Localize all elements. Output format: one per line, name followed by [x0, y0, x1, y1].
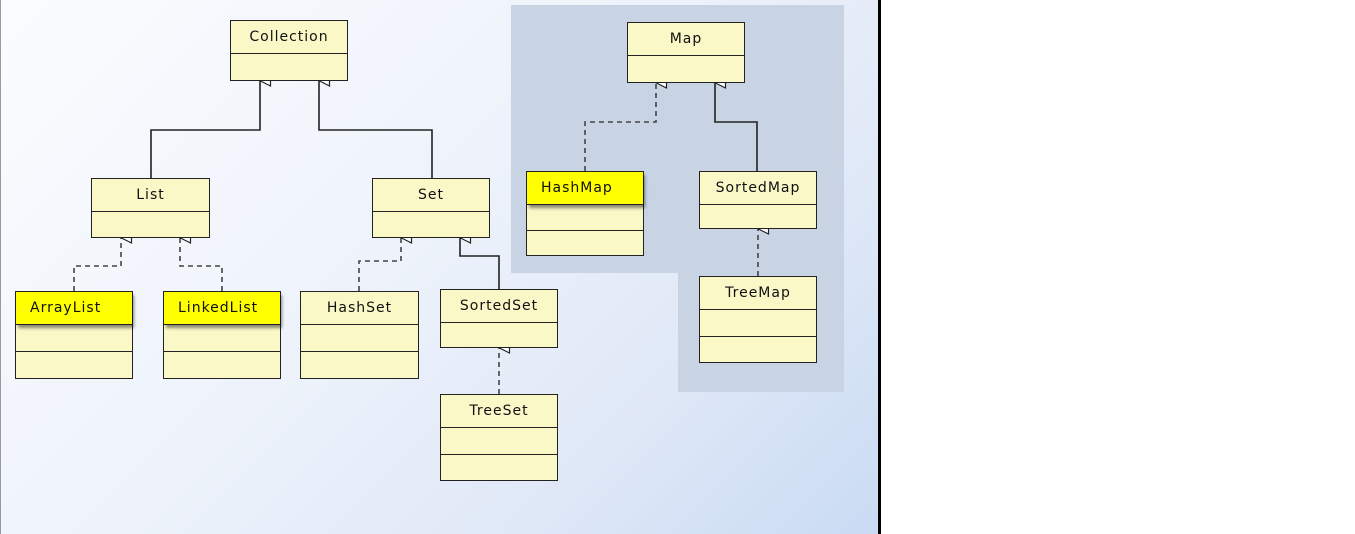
class-section	[92, 212, 209, 237]
class-collection[interactable]: Collection	[230, 20, 348, 81]
edge-hashmap-map	[584, 83, 656, 171]
class-section	[700, 310, 816, 337]
class-section	[527, 205, 643, 231]
class-section	[164, 352, 280, 378]
canvas-right-border	[878, 0, 881, 534]
class-section	[700, 337, 816, 363]
class-name: List	[92, 179, 209, 212]
class-section	[16, 325, 132, 352]
class-section	[441, 455, 557, 481]
class-name: TreeMap	[700, 277, 816, 310]
edge-sortedmap-map	[714, 83, 758, 171]
class-map[interactable]: Map	[627, 22, 745, 83]
class-treemap[interactable]: TreeMap	[699, 276, 817, 363]
class-section	[301, 352, 418, 378]
class-list[interactable]: List	[91, 178, 210, 238]
class-hashmap[interactable]: HashMap	[526, 171, 644, 256]
edge-set-collection	[318, 81, 433, 178]
class-set[interactable]: Set	[372, 178, 490, 238]
class-section	[164, 325, 280, 352]
diagram-canvas: Collection List Set ArrayList LinkedList…	[0, 0, 879, 534]
edge-arraylist-list	[73, 238, 121, 291]
class-section	[231, 54, 347, 80]
class-hashset[interactable]: HashSet	[300, 291, 419, 379]
class-section	[700, 205, 816, 228]
class-name: LinkedList	[164, 292, 280, 325]
edge-list-collection	[150, 81, 260, 178]
class-treeset[interactable]: TreeSet	[440, 394, 558, 481]
class-name: TreeSet	[441, 395, 557, 428]
class-section	[16, 352, 132, 378]
class-name: Set	[373, 179, 489, 212]
class-name: SortedSet	[441, 290, 557, 323]
class-sortedset[interactable]: SortedSet	[440, 289, 558, 348]
class-section	[441, 323, 557, 347]
class-name: Map	[628, 23, 744, 56]
class-sortedmap[interactable]: SortedMap	[699, 171, 817, 229]
class-linkedlist[interactable]: LinkedList	[163, 291, 281, 379]
class-name: SortedMap	[700, 172, 816, 205]
class-section	[527, 231, 643, 256]
edge-sortedset-set	[459, 238, 500, 289]
class-name: ArrayList	[16, 292, 132, 325]
class-name: HashSet	[301, 292, 418, 325]
class-name: Collection	[231, 21, 347, 54]
class-section	[301, 325, 418, 352]
inheritance-connectors	[73, 0, 879, 394]
class-section	[441, 428, 557, 455]
class-name: HashMap	[527, 172, 643, 205]
class-section	[373, 212, 489, 237]
edge-linkedlist-list	[179, 238, 223, 291]
class-arraylist[interactable]: ArrayList	[15, 291, 133, 379]
edge-hashset-set	[358, 238, 401, 291]
class-section	[628, 56, 744, 82]
